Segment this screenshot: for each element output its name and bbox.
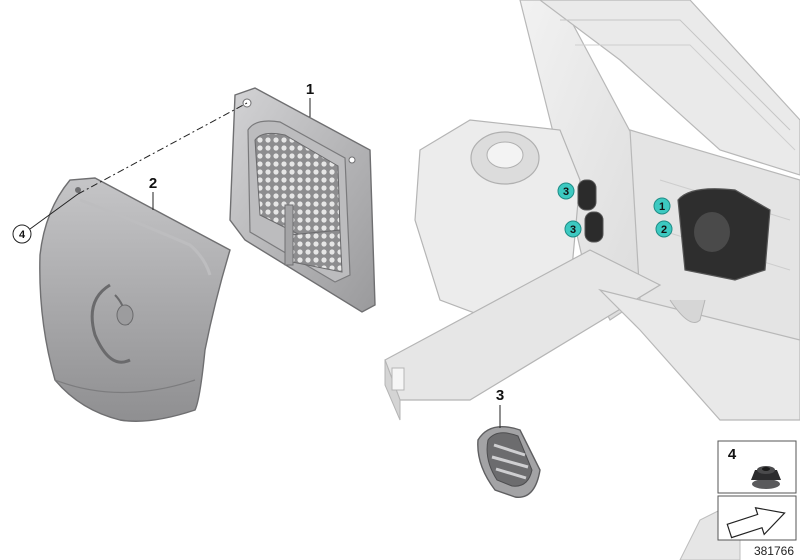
- callout-3: 3: [496, 387, 504, 404]
- svg-text:3: 3: [563, 186, 569, 198]
- legend-box: 4: [717, 440, 797, 494]
- leader-lines: [29, 98, 501, 428]
- badge-2: 2: [655, 220, 673, 238]
- badge-1: 1: [653, 197, 671, 215]
- part-1-mesh-panel: [229, 87, 376, 313]
- dash-dot-line: [77, 102, 248, 195]
- badge-3-top: 3: [557, 182, 575, 200]
- arrow-icon: [726, 506, 786, 539]
- nut-icon: [751, 466, 781, 489]
- svg-text:3: 3: [570, 224, 576, 236]
- part-2-cover: [39, 177, 231, 422]
- callout-4: 4: [19, 229, 26, 241]
- diagram-number: 381766: [753, 544, 794, 558]
- leader-line-4: [29, 193, 79, 230]
- direction-arrow-box: [717, 495, 797, 541]
- svg-text:2: 2: [661, 224, 667, 236]
- callout-1: 1: [306, 81, 314, 98]
- callout-4-circle: 4: [12, 224, 32, 244]
- svg-text:1: 1: [659, 201, 665, 213]
- legend-item-label: 4: [728, 446, 737, 463]
- part-3-grommet: [477, 426, 541, 498]
- callout-2: 2: [149, 175, 157, 192]
- badge-3-bottom: 3: [564, 220, 582, 238]
- vehicle-body-section: [384, 0, 800, 560]
